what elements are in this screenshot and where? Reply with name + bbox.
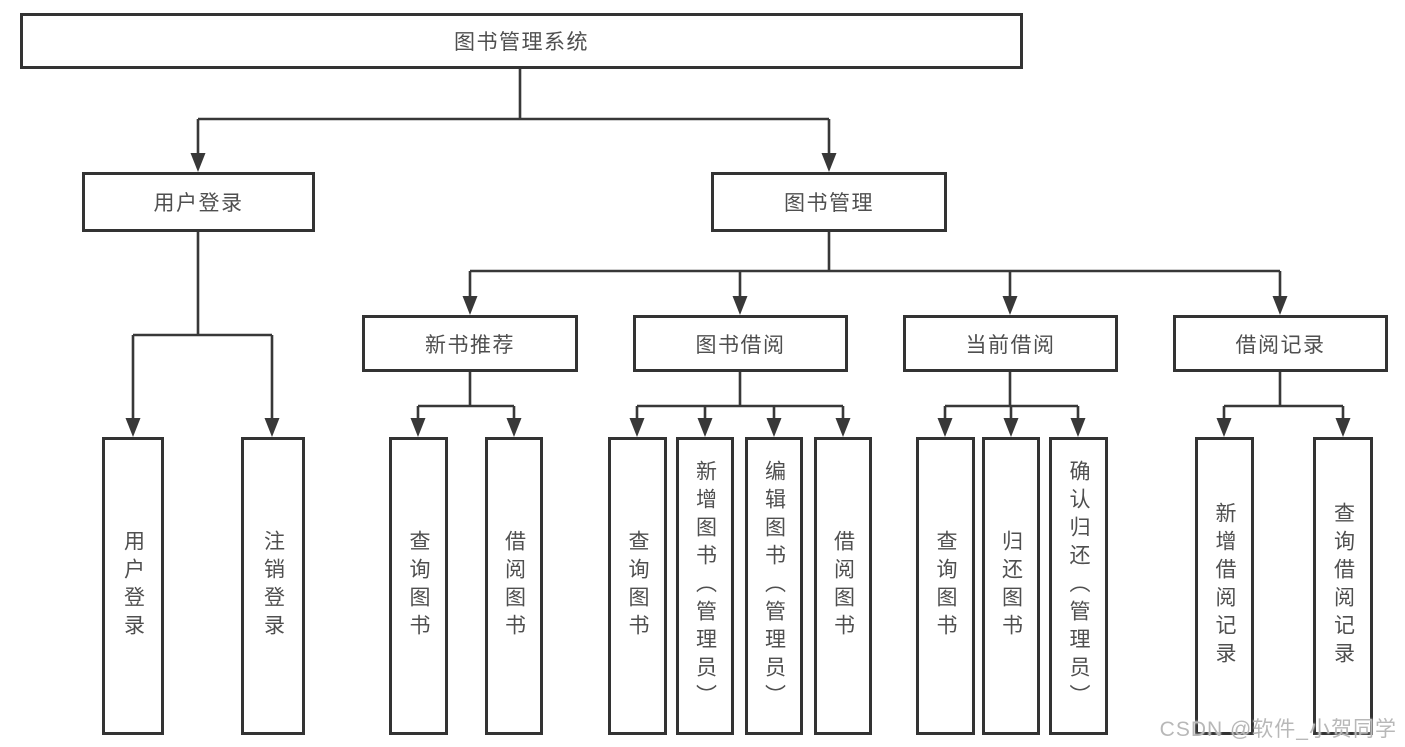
connector-new-books-to-leaves	[416, 372, 516, 423]
node-leaf-query-books-recommend: 查询图书	[389, 437, 448, 735]
node-label: 查询图书	[407, 530, 430, 642]
node-label: 确认归还（管理员）	[1067, 460, 1090, 712]
connector-root-to-level1	[196, 69, 831, 158]
node-leaf-edit-books-admin: 编辑图书（管理员）	[745, 437, 803, 735]
arrowhead	[629, 418, 645, 437]
node-leaf-confirm-return-admin: 确认归还（管理员）	[1049, 437, 1108, 735]
node-leaf-return-books: 归还图书	[982, 437, 1040, 735]
node-label: 图书管理	[784, 192, 874, 215]
arrowhead	[766, 418, 782, 437]
arrowhead	[835, 418, 851, 437]
node-label: 查询图书	[934, 530, 957, 642]
node-label: 借阅记录	[1235, 333, 1326, 357]
arrowhead	[1003, 418, 1019, 437]
csdn-watermark: CSDN @软件_小贺同学	[1159, 718, 1397, 741]
arrowhead	[697, 418, 713, 437]
node-root-system: 图书管理系统	[20, 13, 1023, 69]
node-label: 图书借阅	[695, 333, 786, 357]
arrowhead	[462, 296, 478, 315]
node-leaf-query-borrow-record: 查询借阅记录	[1313, 437, 1373, 735]
node-user-login-module: 用户登录	[82, 172, 315, 232]
node-label: 图书管理系统	[454, 31, 589, 54]
arrowhead	[937, 418, 953, 437]
node-label: 编辑图书（管理员）	[762, 460, 786, 712]
node-leaf-user-login: 用户登录	[102, 437, 164, 735]
node-leaf-borrow-books-recommend: 借阅图书	[485, 437, 543, 735]
arrowhead	[410, 418, 426, 437]
arrowhead	[264, 418, 280, 437]
arrowhead	[821, 153, 837, 172]
arrowhead	[1335, 418, 1351, 437]
node-leaf-add-borrow-record: 新增借阅记录	[1195, 437, 1254, 735]
arrowhead	[732, 296, 748, 315]
node-book-management-module: 图书管理	[711, 172, 947, 232]
arrowhead	[190, 153, 206, 172]
node-label: 新增借阅记录	[1213, 502, 1236, 670]
node-leaf-logout: 注销登录	[241, 437, 305, 735]
node-leaf-query-books-current: 查询图书	[916, 437, 975, 735]
node-label: 新书推荐	[425, 333, 515, 357]
node-leaf-query-books-borrowing: 查询图书	[608, 437, 667, 735]
connector-current-borrow-to-leaves	[943, 372, 1080, 423]
node-label: 注销登录	[261, 530, 285, 642]
arrowhead	[1002, 296, 1018, 315]
node-book-borrowing: 图书借阅	[633, 315, 848, 372]
connector-book-mgmt-to-level2	[468, 232, 1282, 301]
node-label: 借阅图书	[502, 530, 526, 642]
connector-user-login-to-leaves	[131, 232, 274, 423]
arrowhead	[1272, 296, 1288, 315]
arrowhead	[125, 418, 141, 437]
node-leaf-borrow-books: 借阅图书	[814, 437, 872, 735]
connector-borrow-records-to-leaves	[1222, 372, 1345, 423]
node-label: 归还图书	[999, 530, 1023, 642]
arrowhead	[506, 418, 522, 437]
node-label: 查询图书	[626, 530, 649, 642]
node-label: 查询借阅记录	[1331, 502, 1355, 670]
node-label: 当前借阅	[965, 333, 1056, 357]
node-new-book-recommend: 新书推荐	[362, 315, 578, 372]
arrowhead	[1070, 418, 1086, 437]
node-label: 借阅图书	[831, 530, 855, 642]
node-borrowing-records: 借阅记录	[1173, 315, 1388, 372]
node-label: 新增图书（管理员）	[693, 460, 717, 712]
connector-book-borrow-to-leaves	[635, 372, 845, 423]
node-label: 用户登录	[121, 530, 145, 642]
arrowhead	[1216, 418, 1232, 437]
node-leaf-add-books-admin: 新增图书（管理员）	[676, 437, 734, 735]
arrowheads	[125, 153, 1351, 437]
node-label: 用户登录	[153, 192, 244, 215]
node-current-borrowing: 当前借阅	[903, 315, 1118, 372]
